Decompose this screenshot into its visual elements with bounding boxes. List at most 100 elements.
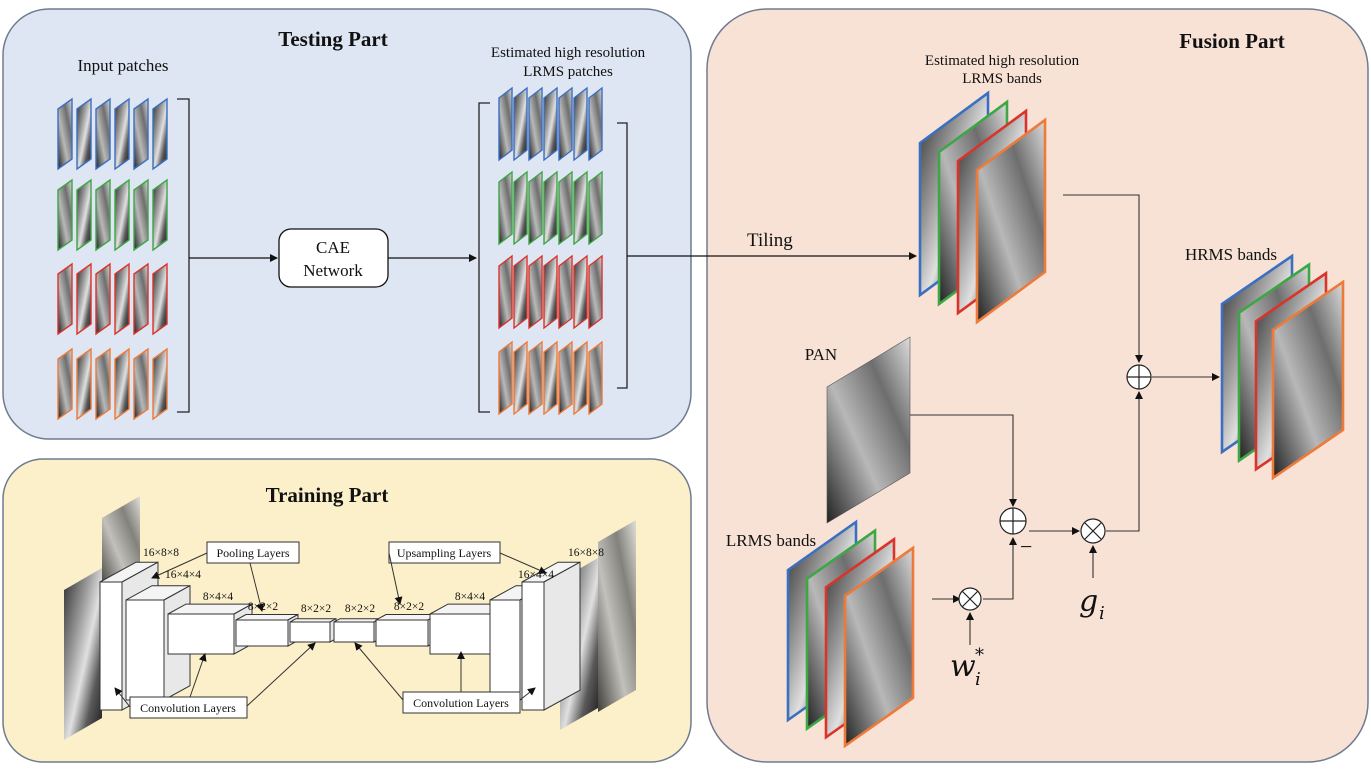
band-layer xyxy=(843,545,915,749)
patch-slice xyxy=(588,340,603,416)
cae-network-label-line1: CAE xyxy=(316,238,350,257)
patch-slice xyxy=(543,340,558,416)
patch-slice xyxy=(558,86,573,162)
layer-dimension-label: 8×2×2 xyxy=(248,601,278,613)
estimated-patches-label-line1: Estimated high resolution xyxy=(491,45,646,61)
weight-symbol: w xyxy=(950,649,976,684)
weight-multiply-icon xyxy=(958,587,982,611)
convolution-layers-box-left xyxy=(129,696,248,719)
patch-slice xyxy=(57,178,73,252)
patch-slice xyxy=(152,262,168,336)
patch-slice xyxy=(57,262,73,336)
layer-block xyxy=(333,617,381,643)
patch-slice xyxy=(76,97,92,171)
hrms-bands-stack xyxy=(1220,253,1345,481)
layer-block xyxy=(375,613,439,647)
training-output-image-top xyxy=(598,520,636,712)
estimated-patches-label-line2: LRMS patches xyxy=(523,64,613,80)
patch-slice xyxy=(558,254,573,330)
subtract-sum-icon xyxy=(999,507,1027,535)
patch-slice xyxy=(528,86,543,162)
training-panel-title: Training Part xyxy=(266,483,389,507)
layer-block xyxy=(235,613,299,647)
patch-slice xyxy=(95,347,111,421)
estimated-patch-stack-2 xyxy=(498,170,603,246)
layer-dimension-label: 16×8×8 xyxy=(568,547,604,559)
patch-slice xyxy=(76,347,92,421)
pooling-layers-label: Pooling Layers xyxy=(217,546,290,560)
input-patches-label: Input patches xyxy=(77,56,168,75)
gain-symbol: g xyxy=(1079,584,1098,619)
lrms-bands-label: LRMS bands xyxy=(726,531,816,550)
patch-slice xyxy=(528,170,543,246)
input-bracket xyxy=(177,98,190,413)
patch-slice xyxy=(152,97,168,171)
patch-slice xyxy=(133,262,149,336)
input-patch-stack-1 xyxy=(57,97,168,171)
weight-to-subtract-line xyxy=(983,537,1017,600)
patch-slice xyxy=(543,254,558,330)
patch-slice xyxy=(133,97,149,171)
estimated-patch-stack-1 xyxy=(498,86,603,162)
patch-slice xyxy=(573,170,588,246)
patch-slice xyxy=(513,170,528,246)
patch-slice xyxy=(114,97,130,171)
patch-slice xyxy=(95,262,111,336)
upsampling-layers-box xyxy=(388,541,501,564)
patch-slice xyxy=(528,254,543,330)
patch-slice xyxy=(513,86,528,162)
patch-slice xyxy=(588,254,603,330)
patch-slice xyxy=(57,347,73,421)
estimated-to-sum-line xyxy=(1063,194,1143,363)
band-layer xyxy=(975,117,1047,325)
fusion-estimated-label-line1: Estimated high resolution xyxy=(925,53,1080,69)
gain-subscript: i xyxy=(1099,603,1105,624)
patch-slice xyxy=(573,254,588,330)
patch-slice xyxy=(95,97,111,171)
input-patch-stack-2 xyxy=(57,178,168,252)
patch-slice xyxy=(528,340,543,416)
input-patch-stack-3 xyxy=(57,262,168,336)
estimated-patch-stack-4 xyxy=(498,340,603,416)
estimated-left-bracket xyxy=(478,102,490,413)
layer-dimension-label: 8×2×2 xyxy=(394,601,424,613)
patch-slice xyxy=(543,86,558,162)
patch-slice xyxy=(114,262,130,336)
patch-slice xyxy=(152,347,168,421)
minus-sign: − xyxy=(1020,534,1032,559)
band-layer xyxy=(1271,279,1345,481)
patch-slice xyxy=(498,340,513,416)
patch-slice xyxy=(114,347,130,421)
layer-dimension-label: 16×4×4 xyxy=(165,569,201,581)
patch-slice xyxy=(558,340,573,416)
input-patch-stacks xyxy=(57,97,168,421)
layer-dimension-label: 8×2×2 xyxy=(345,603,375,615)
weight-subscript: i xyxy=(975,669,981,690)
gain-to-sum-line xyxy=(1106,391,1143,532)
pan-image xyxy=(826,336,911,524)
patch-slice xyxy=(558,170,573,246)
convolution-layers-label-left: Convolution Layers xyxy=(140,701,236,715)
patch-slice xyxy=(57,97,73,171)
upsampling-layers-label: Upsampling Layers xyxy=(397,546,492,560)
lrms-bands xyxy=(786,519,915,749)
cae-layer-blocks xyxy=(99,561,581,711)
layer-block xyxy=(521,561,581,711)
patch-slice xyxy=(152,178,168,252)
fusion-estimated-label-line2: LRMS bands xyxy=(962,71,1042,87)
input-patch-stack-4 xyxy=(57,347,168,421)
patch-slice xyxy=(513,340,528,416)
patch-slice xyxy=(76,262,92,336)
layer-dimension-label: 16×8×8 xyxy=(143,547,179,559)
patch-slice xyxy=(543,170,558,246)
patch-slice xyxy=(498,86,513,162)
pooling-layers-box xyxy=(206,541,300,564)
estimated-lrms-bands-stack xyxy=(918,90,1047,325)
patch-slice xyxy=(573,86,588,162)
patch-slice xyxy=(76,178,92,252)
patch-slice xyxy=(588,86,603,162)
testing-panel-title: Testing Part xyxy=(278,27,387,51)
cae-network-label-line2: Network xyxy=(303,261,363,280)
